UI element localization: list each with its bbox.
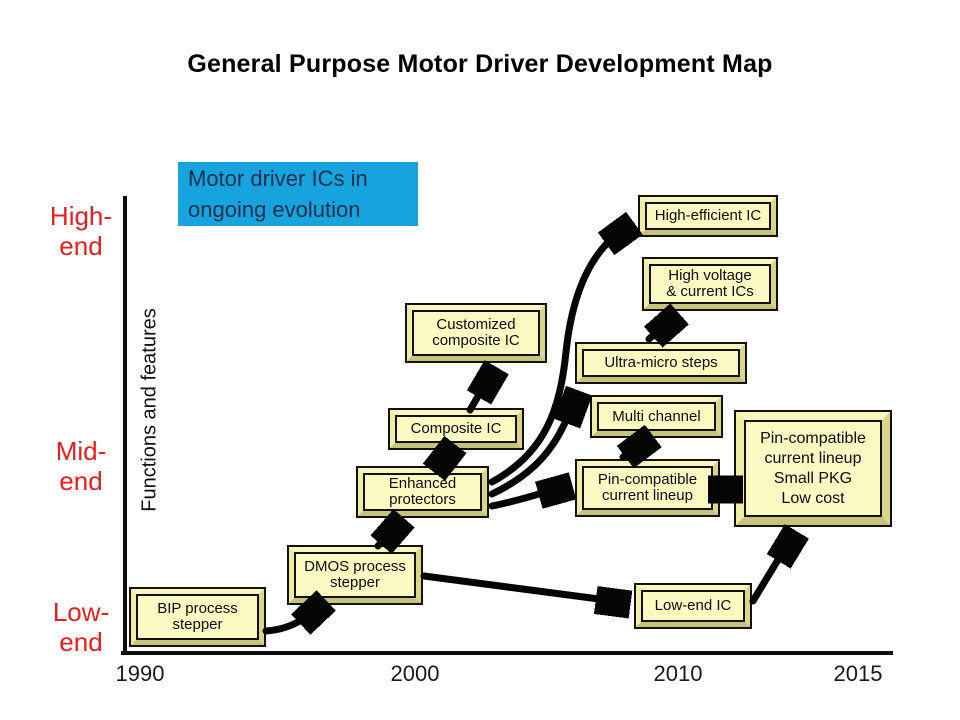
node-bevel: Ultra-micro steps <box>577 344 745 382</box>
node-bevel: BIP process stepper <box>131 589 264 645</box>
node-label: Pin-compatible current lineup <box>582 466 713 510</box>
x-tick-2015: 2015 <box>833 661 883 686</box>
node-bevel: DMOS process stepper <box>289 547 421 603</box>
axis-label-low-end: Low- end <box>52 597 110 657</box>
node-label: DMOS process stepper <box>294 552 416 598</box>
node-label: Enhanced protectors <box>363 473 482 511</box>
node-high-efficient-ic: High-efficient IC <box>638 195 778 237</box>
node-label: Pin-compatible current lineup Small PKG … <box>744 420 882 517</box>
arrow-low-end-ic-to-big-box <box>749 545 787 605</box>
node-bevel: Composite IC <box>390 410 522 448</box>
node-pin-compatible-small-pkg-low-cost: Pin-compatible current lineup Small PKG … <box>734 410 892 527</box>
node-bevel: High-efficient IC <box>640 197 776 235</box>
node-label: Low-end IC <box>641 590 745 622</box>
node-pin-compatible-current-lineup: Pin-compatible current lineup <box>575 459 720 517</box>
node-composite-ic: Composite IC <box>388 408 524 450</box>
node-label: High-efficient IC <box>645 202 771 230</box>
node-label: Customized composite IC <box>412 310 540 356</box>
node-customized-composite-ic: Customized composite IC <box>405 303 547 363</box>
axis-label-mid-end: Mid- end <box>55 436 107 496</box>
node-dmos-process-stepper: DMOS process stepper <box>287 545 423 605</box>
node-label: High voltage & current ICs <box>649 264 771 304</box>
node-low-end-ic: Low-end IC <box>634 583 752 629</box>
arrow-composite-to-customized <box>466 381 487 414</box>
callout-motor-driver-evolution: Motor driver ICs in ongoing evolution <box>178 162 418 226</box>
node-enhanced-protectors: Enhanced protectors <box>356 466 489 518</box>
node-label: Ultra-micro steps <box>582 349 740 377</box>
arrow-enhanced-to-pin-compatible <box>488 489 556 510</box>
arrow-dmos-to-low-end-ic <box>420 572 614 601</box>
page-title: General Purpose Motor Driver Development… <box>187 50 773 78</box>
x-tick-2000: 2000 <box>390 661 440 686</box>
arrow-bip-to-dmos <box>262 611 313 631</box>
y-axis-title: Functions and features <box>138 308 161 512</box>
node-label: BIP process stepper <box>136 594 259 640</box>
node-ultra-micro-steps: Ultra-micro steps <box>575 342 747 384</box>
y-axis-line <box>123 196 127 654</box>
node-bevel: Pin-compatible current lineup Small PKG … <box>736 412 890 525</box>
x-tick-1990: 1990 <box>115 661 165 686</box>
x-axis-line <box>121 651 893 655</box>
node-bevel: Enhanced protectors <box>358 468 487 516</box>
arrow-ultra-micro-to-high-voltage <box>649 324 666 339</box>
arrow-pin-compatible-to-multi-channel <box>623 445 639 457</box>
node-bevel: Low-end IC <box>636 585 750 627</box>
node-high-voltage-current-ics: High voltage & current ICs <box>642 257 778 311</box>
arrow-dmos-to-enhanced <box>378 530 392 546</box>
node-bevel: Customized composite IC <box>407 305 545 361</box>
node-bevel: Multi channel <box>592 397 721 436</box>
axis-label-high-end: High- end <box>49 201 113 261</box>
node-label: Multi channel <box>597 402 716 431</box>
node-multi-channel: Multi channel <box>590 395 723 438</box>
node-bip-process-stepper: BIP process stepper <box>129 587 266 647</box>
node-label: Composite IC <box>395 415 517 443</box>
x-tick-2010: 2010 <box>653 661 703 686</box>
arrow-enhanced-to-composite <box>437 457 444 466</box>
node-bevel: High voltage & current ICs <box>644 259 776 309</box>
node-bevel: Pin-compatible current lineup <box>577 461 718 515</box>
